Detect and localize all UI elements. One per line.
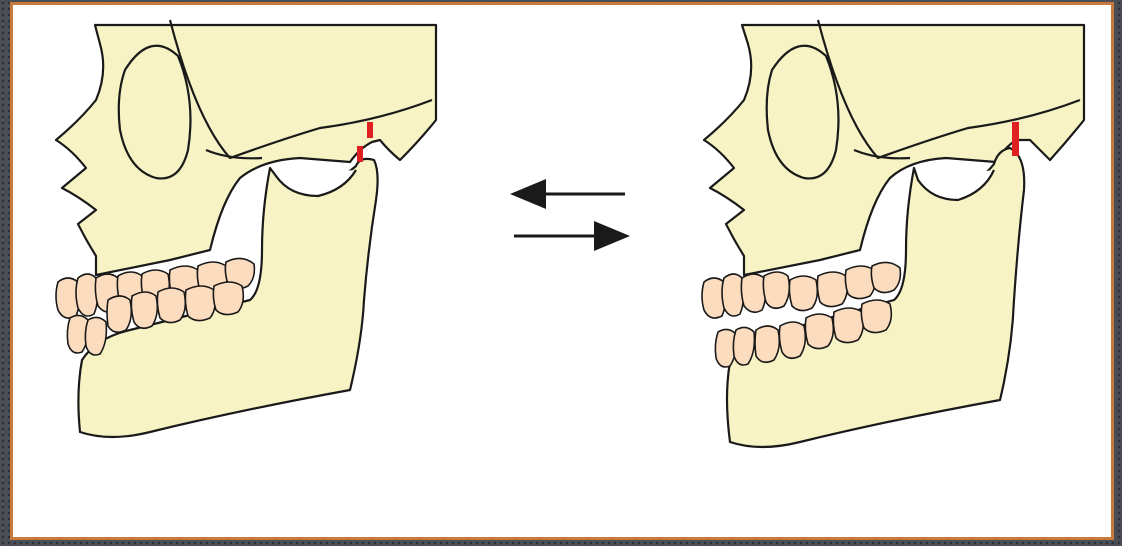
direction-arrows — [514, 194, 625, 236]
right-skull — [702, 20, 1084, 447]
left-cranium — [56, 25, 436, 275]
left-skull — [56, 20, 436, 437]
right-marker — [1012, 122, 1019, 156]
left-upper-marker — [367, 122, 373, 138]
right-cranium — [704, 25, 1084, 275]
left-lower-marker — [357, 146, 363, 162]
